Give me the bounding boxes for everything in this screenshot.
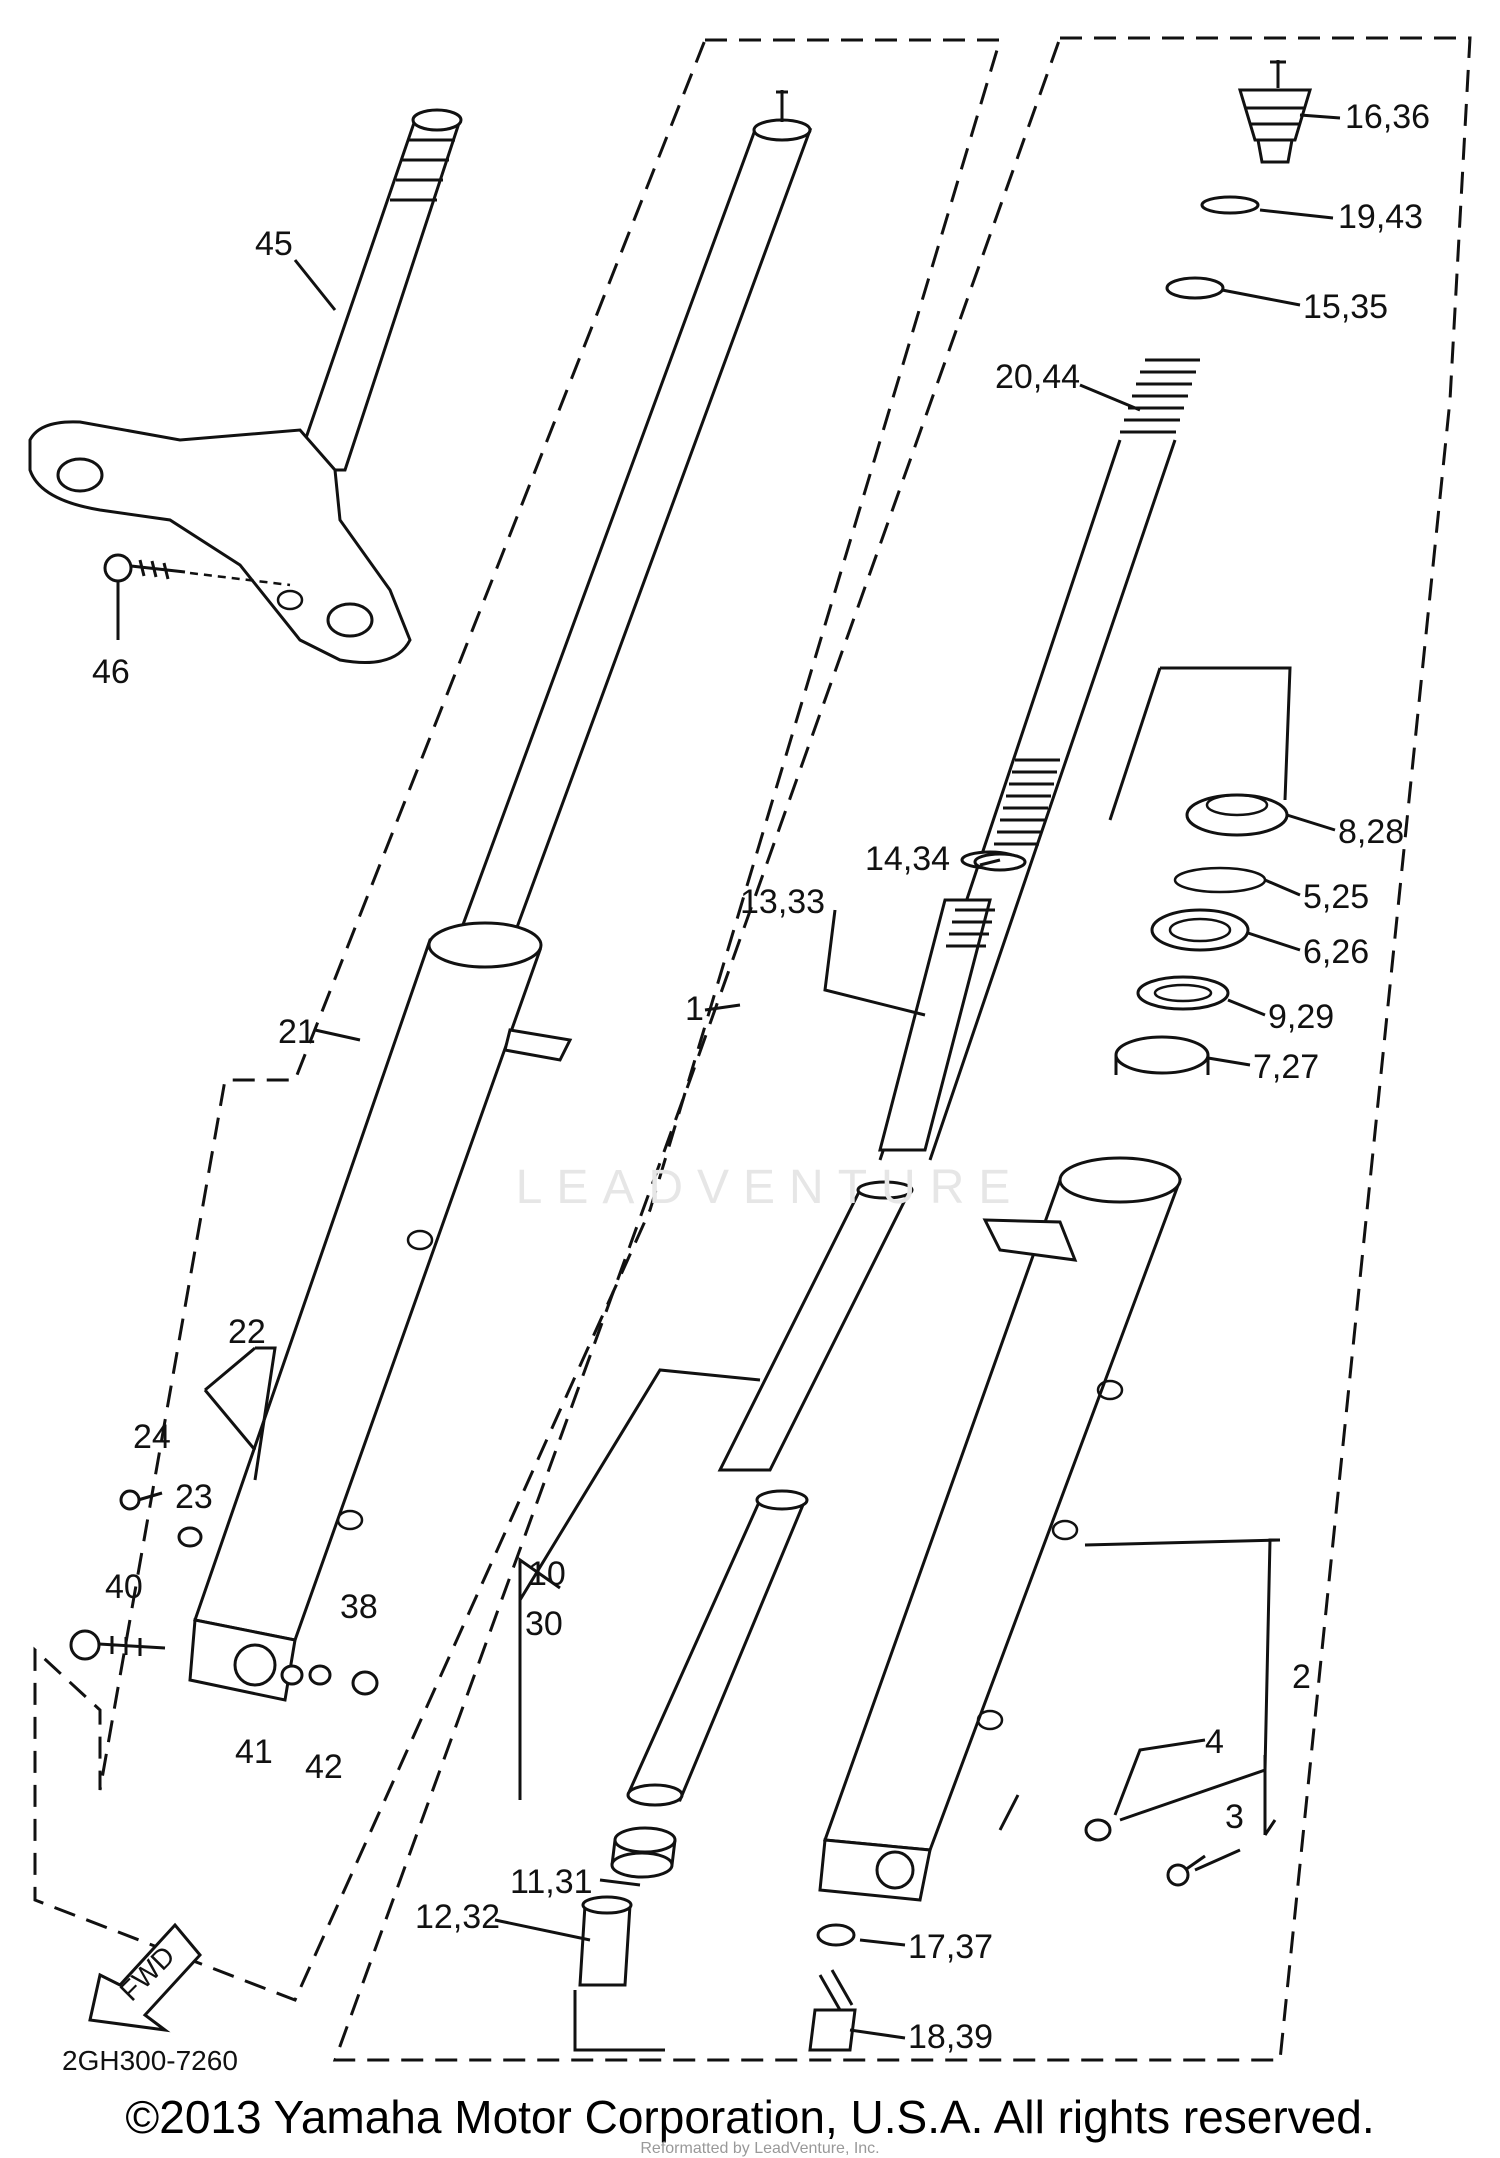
callout-14-34: 14,34 <box>865 840 950 878</box>
callout-5-25: 5,25 <box>1303 878 1369 916</box>
gasket-23 <box>177 1526 203 1548</box>
callout-22: 22 <box>228 1313 266 1351</box>
outer-tube-left <box>188 921 573 1702</box>
group-outline-right-fork <box>332 36 1472 2062</box>
rebound-spring-14 <box>973 852 1027 872</box>
oil-seal-12 <box>578 1895 633 1987</box>
pinch-bolt <box>103 553 291 587</box>
callout-40: 40 <box>105 1568 143 1606</box>
callout-10: 10 <box>528 1555 566 1593</box>
callout-labels: 16,36 19,43 15,35 20,44 45 46 8,28 5,25 … <box>62 98 1430 2076</box>
drain-screw-24 <box>119 1489 163 1511</box>
callout-16-36: 16,36 <box>1345 98 1430 136</box>
callout-11-31: 11,31 <box>510 1863 593 1901</box>
group-outline-left-fork <box>33 38 1003 2002</box>
gasket-17 <box>816 1923 856 1947</box>
outer-tube-right <box>818 1156 1183 1902</box>
callout-18-39: 18,39 <box>908 2018 993 2056</box>
spacer-15 <box>1165 276 1225 300</box>
spring-washer-38 <box>308 1664 332 1686</box>
gasket-4 <box>1084 1818 1112 1842</box>
callout-30: 30 <box>525 1605 563 1643</box>
callout-8-28: 8,28 <box>1338 813 1404 851</box>
callout-42: 42 <box>305 1748 343 1786</box>
callout-21: 21 <box>278 1013 316 1051</box>
callout-41: 41 <box>235 1733 273 1771</box>
callout-23: 23 <box>175 1478 213 1516</box>
steering-stem <box>292 108 463 472</box>
callout-19-43: 19,43 <box>1338 198 1423 236</box>
callout-4: 4 <box>1205 1723 1224 1761</box>
inner-tube <box>447 90 813 962</box>
callout-2: 2 <box>1292 1658 1311 1696</box>
callout-20-44: 20,44 <box>995 358 1080 396</box>
watermark: LEADVENTURE <box>515 1161 1025 1214</box>
clip-5 <box>1173 866 1267 894</box>
callout-17-37: 17,37 <box>908 1928 993 1966</box>
callout-6-26: 6,26 <box>1303 933 1369 971</box>
callout-38: 38 <box>340 1588 378 1626</box>
diagram-code: 2GH300-7260 <box>62 2045 238 2076</box>
callout-24: 24 <box>133 1418 171 1456</box>
washer-9 <box>1136 975 1230 1011</box>
washer-41 <box>280 1664 304 1686</box>
o-ring-19 <box>1200 195 1260 215</box>
callout-15-35: 15,35 <box>1303 288 1388 326</box>
callout-46: 46 <box>92 653 130 691</box>
drain-screw-3 <box>1166 1854 1206 1887</box>
callout-45: 45 <box>255 225 293 263</box>
cap-bolt-16 <box>1237 60 1313 164</box>
slide-pipe-10 <box>626 1180 914 1807</box>
copyright-notice: ©2013 Yamaha Motor Corporation, U.S.A. A… <box>125 2091 1375 2143</box>
callout-7-27: 7,27 <box>1253 1048 1319 1086</box>
leader-lines <box>116 113 1341 2052</box>
axle-pinch-bolt-40 <box>69 1629 166 1661</box>
fork-spring-lower <box>994 758 1060 846</box>
callout-9-29: 9,29 <box>1268 998 1334 1036</box>
callout-13-33: 13,33 <box>740 883 825 921</box>
fwd-arrow: FWD <box>88 1922 202 2033</box>
bushing-7 <box>1114 1035 1210 1075</box>
oil-seal-6 <box>1150 908 1250 952</box>
callout-12-32: 12,32 <box>415 1898 500 1936</box>
oil-lock-piece-11 <box>610 1826 677 1879</box>
callout-3: 3 <box>1225 1798 1244 1836</box>
dust-seal-8 <box>1185 793 1289 837</box>
callout-1: 1 <box>685 990 704 1028</box>
nut-42 <box>351 1670 379 1696</box>
bolt-18 <box>808 1969 857 2052</box>
reseller-note: Reformatted by LeadVenture, Inc. <box>640 2140 880 2157</box>
under-bracket <box>28 420 412 664</box>
